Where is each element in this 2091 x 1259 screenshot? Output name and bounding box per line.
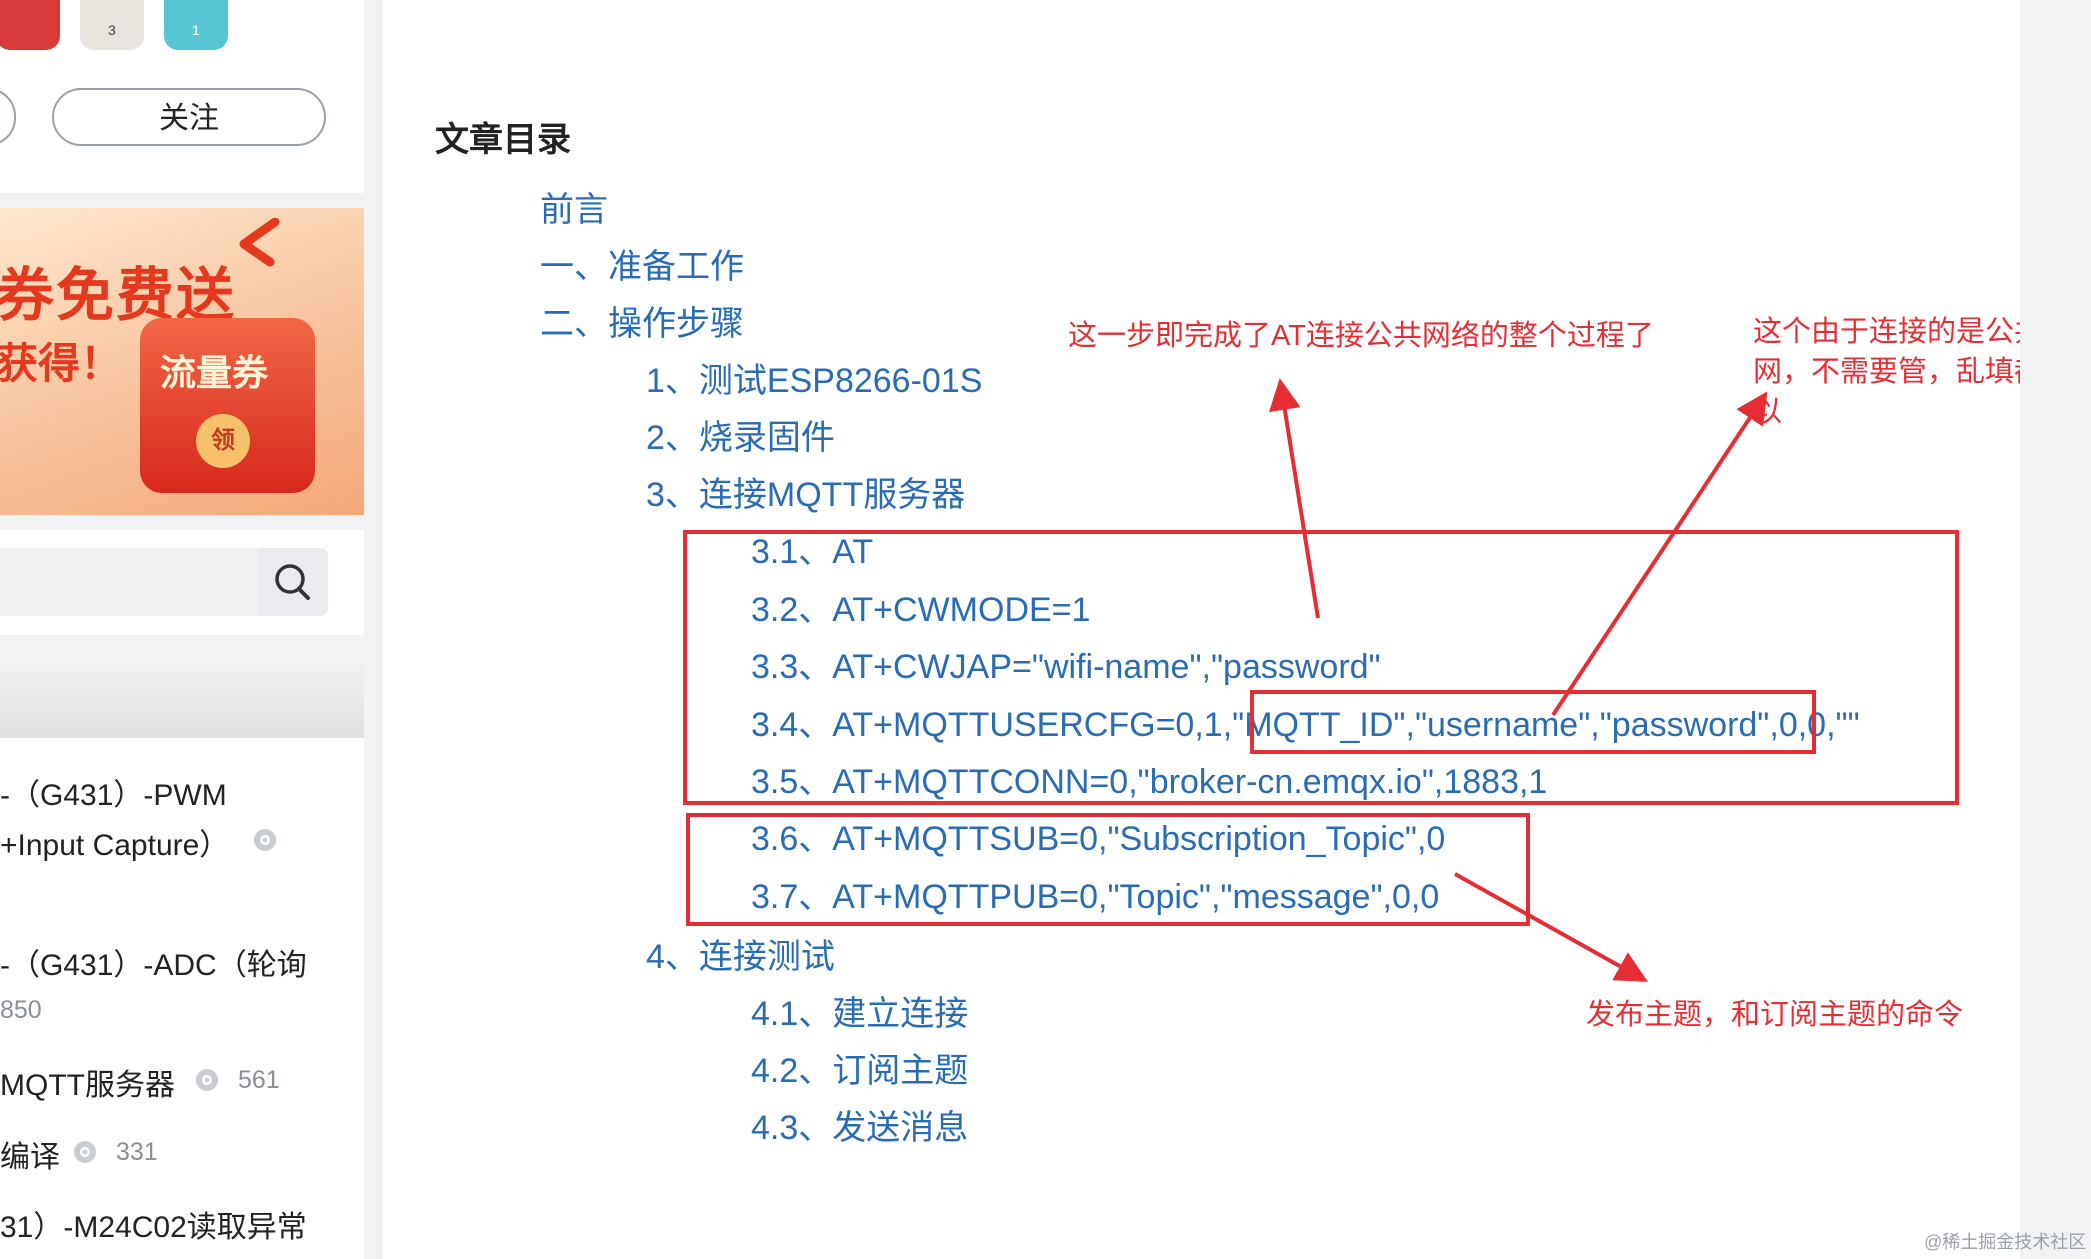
article-link[interactable]: MQTT服务器	[0, 1069, 175, 1102]
badge-count: 3	[108, 22, 116, 38]
watermark: @稀土掘金技术社区	[1924, 1232, 2087, 1252]
arrow-decoration-icon	[239, 218, 280, 267]
eye-icon	[254, 829, 276, 851]
toc-item[interactable]: 一、准备工作	[540, 248, 744, 286]
article-link-cont[interactable]: +Input Capture）	[0, 829, 230, 862]
toc-item[interactable]: 3.3、AT+CWJAP="wifi-name","password"	[751, 648, 1381, 686]
toc-item[interactable]: 3.5、AT+MQTTCONN=0,"broker-cn.emqx.io",18…	[751, 763, 1548, 801]
toc-item[interactable]: 4.2、订阅主题	[751, 1052, 969, 1090]
droplet-badge-icon: 1	[164, 0, 228, 50]
annotation-box-pubsub	[686, 813, 1530, 926]
promo-banner[interactable]: 券免费送 获得！ 流量券 领	[0, 208, 364, 515]
coupon-seal: 领	[196, 414, 250, 468]
toc-item[interactable]: 3、连接MQTT服务器	[646, 476, 966, 514]
article-link[interactable]: 编译	[0, 1141, 60, 1174]
arrow-to-pubsub-note	[1454, 872, 1648, 982]
follow-button[interactable]: 关注	[52, 88, 326, 146]
message-button[interactable]	[0, 88, 16, 146]
arrow-to-public-note	[1551, 391, 1768, 717]
coupon-label: 流量券	[160, 352, 269, 393]
toc-item[interactable]: 3.7、AT+MQTTPUB=0,"Topic","message",0,0	[751, 878, 1440, 916]
pen-badge-icon	[0, 0, 60, 50]
monkey-badge-icon: 3	[80, 0, 144, 50]
annotation-box-credentials	[1250, 690, 1816, 754]
annotation-pubsub-note: 发布主题，和订阅主题的命令	[1586, 999, 1964, 1031]
toc-item[interactable]: 二、操作步骤	[540, 305, 744, 343]
toc-item[interactable]: 3.6、AT+MQTTSUB=0,"Subscription_Topic",0	[751, 820, 1446, 858]
right-gutter	[2020, 0, 2091, 1259]
coupon-envelope: 流量券 领	[140, 318, 315, 493]
related-article-list: -（G431）-PWM +Input Capture） -（G431）-ADC（…	[0, 738, 364, 1259]
toc-item[interactable]: 1、测试ESP8266-01S	[646, 362, 983, 400]
toc-item[interactable]: 4.3、发送消息	[751, 1109, 969, 1147]
arrow-to-connect-note	[1268, 378, 1320, 619]
toc-item[interactable]: 4.1、建立连接	[751, 995, 969, 1033]
author-card: 3 1 关注	[0, 0, 364, 193]
toc-item[interactable]: 3.2、AT+CWMODE=1	[751, 591, 1091, 629]
badge-count: 1	[192, 22, 200, 38]
toc-item[interactable]: 前言	[540, 191, 608, 229]
promo-title: 券免费送	[0, 263, 237, 328]
toc-item[interactable]: 3.1、AT	[751, 533, 874, 571]
view-count: 331	[116, 1138, 158, 1166]
toc-item[interactable]: 2、烧录固件	[646, 419, 835, 457]
view-count: 561	[238, 1066, 280, 1094]
annotation-arrows	[1268, 378, 1768, 982]
article-link[interactable]: -（G431）-ADC（轮询	[0, 949, 307, 982]
eye-icon	[196, 1069, 218, 1091]
left-sidebar: 3 1 关注 券免费送 获得！ 流量券 领 -（G431）-PWM +Input…	[0, 0, 364, 1259]
article-content: 文章目录 前言 一、准备工作 二、操作步骤 1、测试ESP8266-01S 2、…	[383, 0, 2072, 1259]
annotation-box-connect	[683, 530, 1959, 805]
toc-item[interactable]: 4、连接测试	[646, 938, 835, 976]
list-header	[0, 652, 364, 738]
toc-title: 文章目录	[435, 121, 571, 159]
promo-subtitle: 获得！	[0, 340, 123, 387]
view-count: 850	[0, 996, 42, 1024]
eye-icon	[74, 1141, 96, 1163]
article-link[interactable]: 31）-M24C02读取异常	[0, 1211, 307, 1244]
annotation-public-note: 这个由于连接的是公共网，不需要管，乱填都可以	[1753, 316, 2073, 428]
toc-item[interactable]: 3.4、AT+MQTTUSERCFG=0,1,"MQTT_ID","userna…	[751, 706, 1860, 744]
search-icon	[275, 564, 310, 600]
annotation-connect-note: 这一步即完成了AT连接公共网络的整个过程了	[1068, 320, 1654, 352]
search-card	[0, 530, 364, 635]
article-link[interactable]: -（G431）-PWM	[0, 779, 227, 812]
search-button[interactable]	[258, 548, 328, 616]
